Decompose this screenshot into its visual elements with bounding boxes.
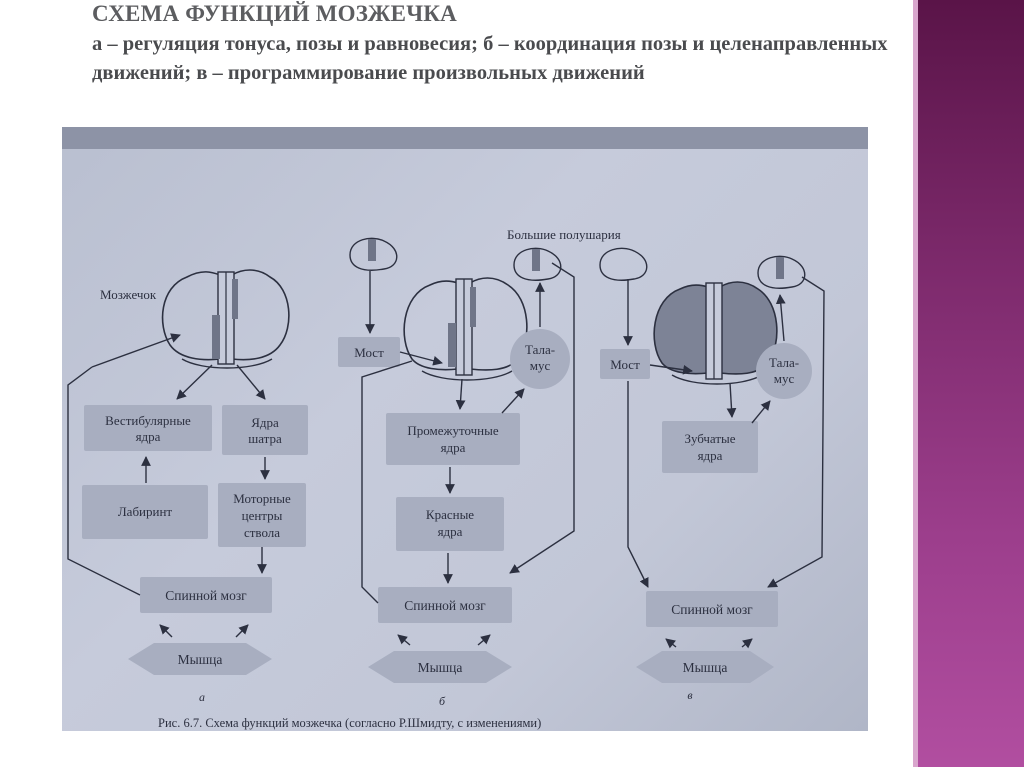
muscle-label-b: Мышца (418, 660, 463, 675)
intermediate-nuclei-box (386, 413, 520, 465)
dentate-nuclei-label-2: ядра (698, 448, 723, 463)
thalamus-label-c-2: мус (774, 371, 795, 386)
muscle-label-c: Мышца (683, 660, 728, 675)
spinal-cord-label-a: Спинной мозг (165, 588, 247, 603)
motor-centers-label-3: ствола (244, 525, 280, 540)
cerebellum-function-diagram: Мозжечок Вестибулярные ядра Ядра шатра Л… (62, 127, 868, 731)
cerebellum-shape-a (163, 270, 289, 368)
labyrinth-label: Лабиринт (118, 504, 173, 519)
vestibular-nuclei-label-1: Вестибулярные (105, 413, 191, 428)
hemisphere-icon-c-left (600, 248, 647, 280)
intermediate-nuclei-label-2: ядра (441, 440, 466, 455)
muscle-label-a: Мышца (178, 652, 223, 667)
figure-caption: Рис. 6.7. Схема функций мозжечка (соглас… (158, 716, 541, 730)
thalamus-label-b-2: мус (530, 358, 551, 373)
red-nuclei-label-1: Красные (426, 507, 474, 522)
thalamus-label-c-1: Тала- (769, 355, 799, 370)
tent-nuclei-label-2: шатра (248, 431, 282, 446)
hemisphere-icon-c-right (758, 256, 805, 288)
cerebellum-shape-b (404, 278, 527, 380)
spinal-cord-label-c: Спинной мозг (671, 602, 753, 617)
vestibular-nuclei-label-2: ядра (136, 429, 161, 444)
dentate-nuclei-box (662, 421, 758, 473)
slide-subtitle: а – регуляция тонуса, позы и равновесия;… (92, 30, 892, 88)
pons-label-b: Мост (354, 345, 384, 360)
pons-label-c: Мост (610, 357, 640, 372)
hemispheres-label: Большие полушария (507, 227, 621, 242)
panel-letter-a: а (199, 690, 205, 704)
panel-b: Большие полушария Мост (338, 227, 621, 708)
diagram-photo: Мозжечок Вестибулярные ядра Ядра шатра Л… (62, 127, 868, 731)
panel-letter-b: б (439, 694, 446, 708)
intermediate-nuclei-label-1: Промежуточные (407, 423, 499, 438)
side-band-stripe (913, 0, 918, 767)
vestibular-nuclei-box (84, 405, 212, 451)
dentate-nuclei-label-1: Зубчатые (684, 431, 735, 446)
slide-title: СХЕМА ФУНКЦИЙ МОЗЖЕЧКА (92, 0, 892, 27)
motor-centers-label-1: Моторные (233, 491, 291, 506)
thalamus-label-b-1: Тала- (525, 342, 555, 357)
spinal-cord-label-b: Спинной мозг (404, 598, 486, 613)
tent-nuclei-box (222, 405, 308, 455)
motor-centers-label-2: центры (242, 508, 283, 523)
panel-c: Мост Тала- мус Зубчатые ядра Спинной моз… (600, 248, 824, 702)
red-nuclei-label-2: ядра (438, 524, 463, 539)
panel-a: Мозжечок Вестибулярные ядра Ядра шатра Л… (68, 270, 308, 704)
tent-nuclei-label-1: Ядра (251, 415, 279, 430)
cerebellum-label: Мозжечок (100, 287, 157, 302)
panel-letter-c: в (687, 688, 692, 702)
hemisphere-icon-b-left (350, 238, 397, 270)
decorative-side-band (913, 0, 1024, 767)
photo-top-strip (62, 127, 868, 149)
